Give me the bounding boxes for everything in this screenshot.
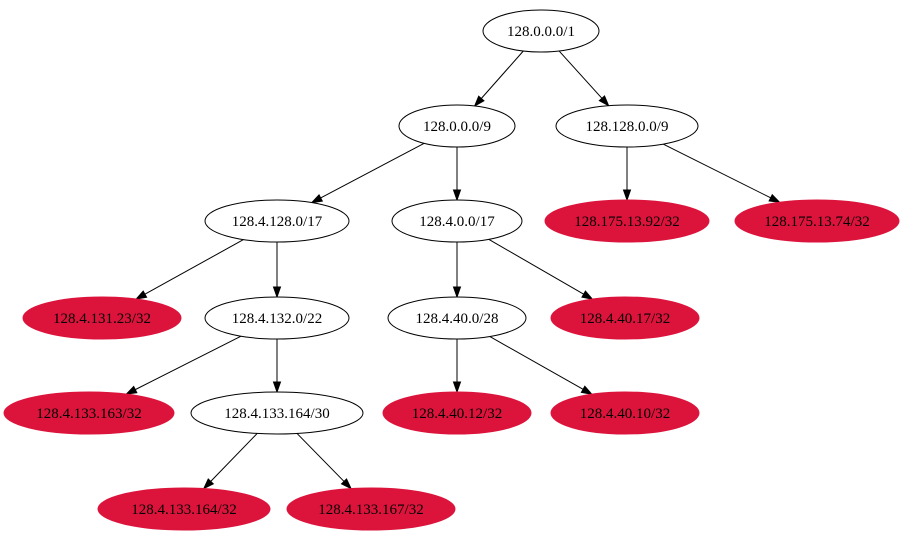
arrowhead <box>622 189 632 202</box>
node-label: 128.4.40.17/32 <box>580 311 670 327</box>
prefix-node-128-4-128-0-17: 128.4.128.0/17 <box>204 199 350 243</box>
arrowhead <box>580 385 594 395</box>
edge-line <box>488 238 584 295</box>
edge-128-4-133-164-30-to-128-4-133-164-32 <box>202 433 258 490</box>
edge-line <box>144 239 244 295</box>
edge-128-0-0-0-9-to-128-4-0-0-17 <box>452 147 462 202</box>
edge-128-4-0-0-17-to-128-4-40-17-32 <box>488 238 594 300</box>
arrowhead <box>473 95 485 108</box>
node-label: 128.4.133.164/30 <box>224 406 329 422</box>
node-ellipse <box>398 104 516 148</box>
edge-line <box>296 433 345 482</box>
arrowhead <box>581 290 594 300</box>
node-label: 128.4.133.163/32 <box>36 406 141 422</box>
leaf-node-128-4-133-164-32: 128.4.133.164/32 <box>97 487 271 531</box>
node-ellipse <box>382 391 532 435</box>
leaf-node-128-175-13-92-32: 128.175.13.92/32 <box>544 199 710 243</box>
edge-line <box>320 142 425 199</box>
node-ellipse <box>555 104 699 148</box>
node-label: 128.4.40.10/32 <box>580 406 670 422</box>
prefix-node-128-0-0-0-1: 128.0.0.0/1 <box>482 9 600 53</box>
edge-128-128-0-0-9-to-128-175-13-74-32 <box>662 143 781 203</box>
node-label: 128.128.0.0/9 <box>586 119 669 135</box>
node-label: 128.4.131.23/32 <box>53 311 151 327</box>
edge-128-4-40-0-28-to-128-4-40-12-32 <box>452 339 462 394</box>
arrowhead <box>598 95 610 107</box>
node-ellipse <box>550 391 700 435</box>
edge-128-0-0-0-1-to-128-0-0-0-9 <box>473 50 524 108</box>
edge-128-4-128-0-17-to-128-4-131-23-32 <box>134 239 244 300</box>
node-label: 128.4.133.167/32 <box>318 502 423 518</box>
node-ellipse <box>204 296 350 340</box>
node-label: 128.175.13.92/32 <box>574 214 679 230</box>
node-ellipse <box>286 487 456 531</box>
leaf-node-128-4-133-163-32: 128.4.133.163/32 <box>3 391 175 435</box>
node-ellipse <box>482 9 600 53</box>
node-label: 128.0.0.0/9 <box>423 119 491 135</box>
node-label: 128.4.40.12/32 <box>412 406 502 422</box>
edges-layer <box>124 50 781 490</box>
edge-128-128-0-0-9-to-128-175-13-92-32 <box>622 147 632 202</box>
arrowhead <box>272 286 282 299</box>
arrowhead <box>202 478 215 490</box>
node-ellipse <box>97 487 271 531</box>
prefix-node-128-4-133-164-30: 128.4.133.164/30 <box>190 391 364 435</box>
edge-128-0-0-0-1-to-128-128-0-0-9 <box>558 50 610 107</box>
leaf-node-128-175-13-74-32: 128.175.13.74/32 <box>734 199 900 243</box>
node-label: 128.175.13.74/32 <box>764 214 869 230</box>
node-ellipse <box>391 199 523 243</box>
arrowhead <box>124 385 138 395</box>
leaf-node-128-4-40-12-32: 128.4.40.12/32 <box>382 391 532 435</box>
edge-line <box>135 335 242 391</box>
arrowhead <box>272 381 282 394</box>
prefix-node-128-128-0-0-9: 128.128.0.0/9 <box>555 104 699 148</box>
edge-line <box>210 433 258 482</box>
leaf-node-128-4-40-17-32: 128.4.40.17/32 <box>550 296 700 340</box>
node-label: 128.4.133.164/32 <box>131 502 236 518</box>
arrowhead <box>340 478 353 490</box>
arrowhead <box>768 193 781 203</box>
node-ellipse <box>550 296 700 340</box>
prefix-node-128-4-132-0-22: 128.4.132.0/22 <box>204 296 350 340</box>
node-label: 128.4.132.0/22 <box>232 311 322 327</box>
prefix-node-128-4-40-0-28: 128.4.40.0/28 <box>387 296 527 340</box>
node-ellipse <box>387 296 527 340</box>
node-ellipse <box>3 391 175 435</box>
node-label: 128.4.0.0/17 <box>419 214 495 230</box>
edge-128-4-133-164-30-to-128-4-133-167-32 <box>296 433 353 490</box>
arrowhead <box>452 189 462 202</box>
node-ellipse <box>544 199 710 243</box>
node-ellipse <box>204 199 350 243</box>
node-label: 128.0.0.0/1 <box>507 24 575 40</box>
leaf-node-128-4-133-167-32: 128.4.133.167/32 <box>286 487 456 531</box>
edge-128-4-128-0-17-to-128-4-132-0-22 <box>272 242 282 299</box>
edge-line <box>558 50 603 99</box>
edge-128-4-40-0-28-to-128-4-40-10-32 <box>489 336 594 395</box>
node-ellipse <box>734 199 900 243</box>
edge-128-4-132-0-22-to-128-4-133-164-30 <box>272 339 282 394</box>
node-label: 128.4.128.0/17 <box>232 214 323 230</box>
leaf-node-128-4-131-23-32: 128.4.131.23/32 <box>22 296 182 340</box>
edge-line <box>480 50 524 99</box>
edge-128-4-132-0-22-to-128-4-133-163-32 <box>124 335 242 395</box>
edge-line <box>662 143 771 199</box>
nodes-layer: 128.0.0.0/1 128.0.0.0/9 128.128.0.0/9 128.4… <box>3 9 900 531</box>
arrowhead <box>134 290 148 300</box>
edge-128-0-0-0-9-to-128-4-128-0-17 <box>310 142 425 204</box>
node-ellipse <box>190 391 364 435</box>
node-ellipse <box>22 296 182 340</box>
node-label: 128.4.40.0/28 <box>416 311 499 327</box>
arrowhead <box>310 194 324 204</box>
prefix-node-128-4-0-0-17: 128.4.0.0/17 <box>391 199 523 243</box>
leaf-node-128-4-40-10-32: 128.4.40.10/32 <box>550 391 700 435</box>
arrowhead <box>452 381 462 394</box>
arrowhead <box>452 286 462 299</box>
edge-line <box>489 336 584 390</box>
edge-128-4-0-0-17-to-128-4-40-0-28 <box>452 242 462 299</box>
prefix-node-128-0-0-0-9: 128.0.0.0/9 <box>398 104 516 148</box>
